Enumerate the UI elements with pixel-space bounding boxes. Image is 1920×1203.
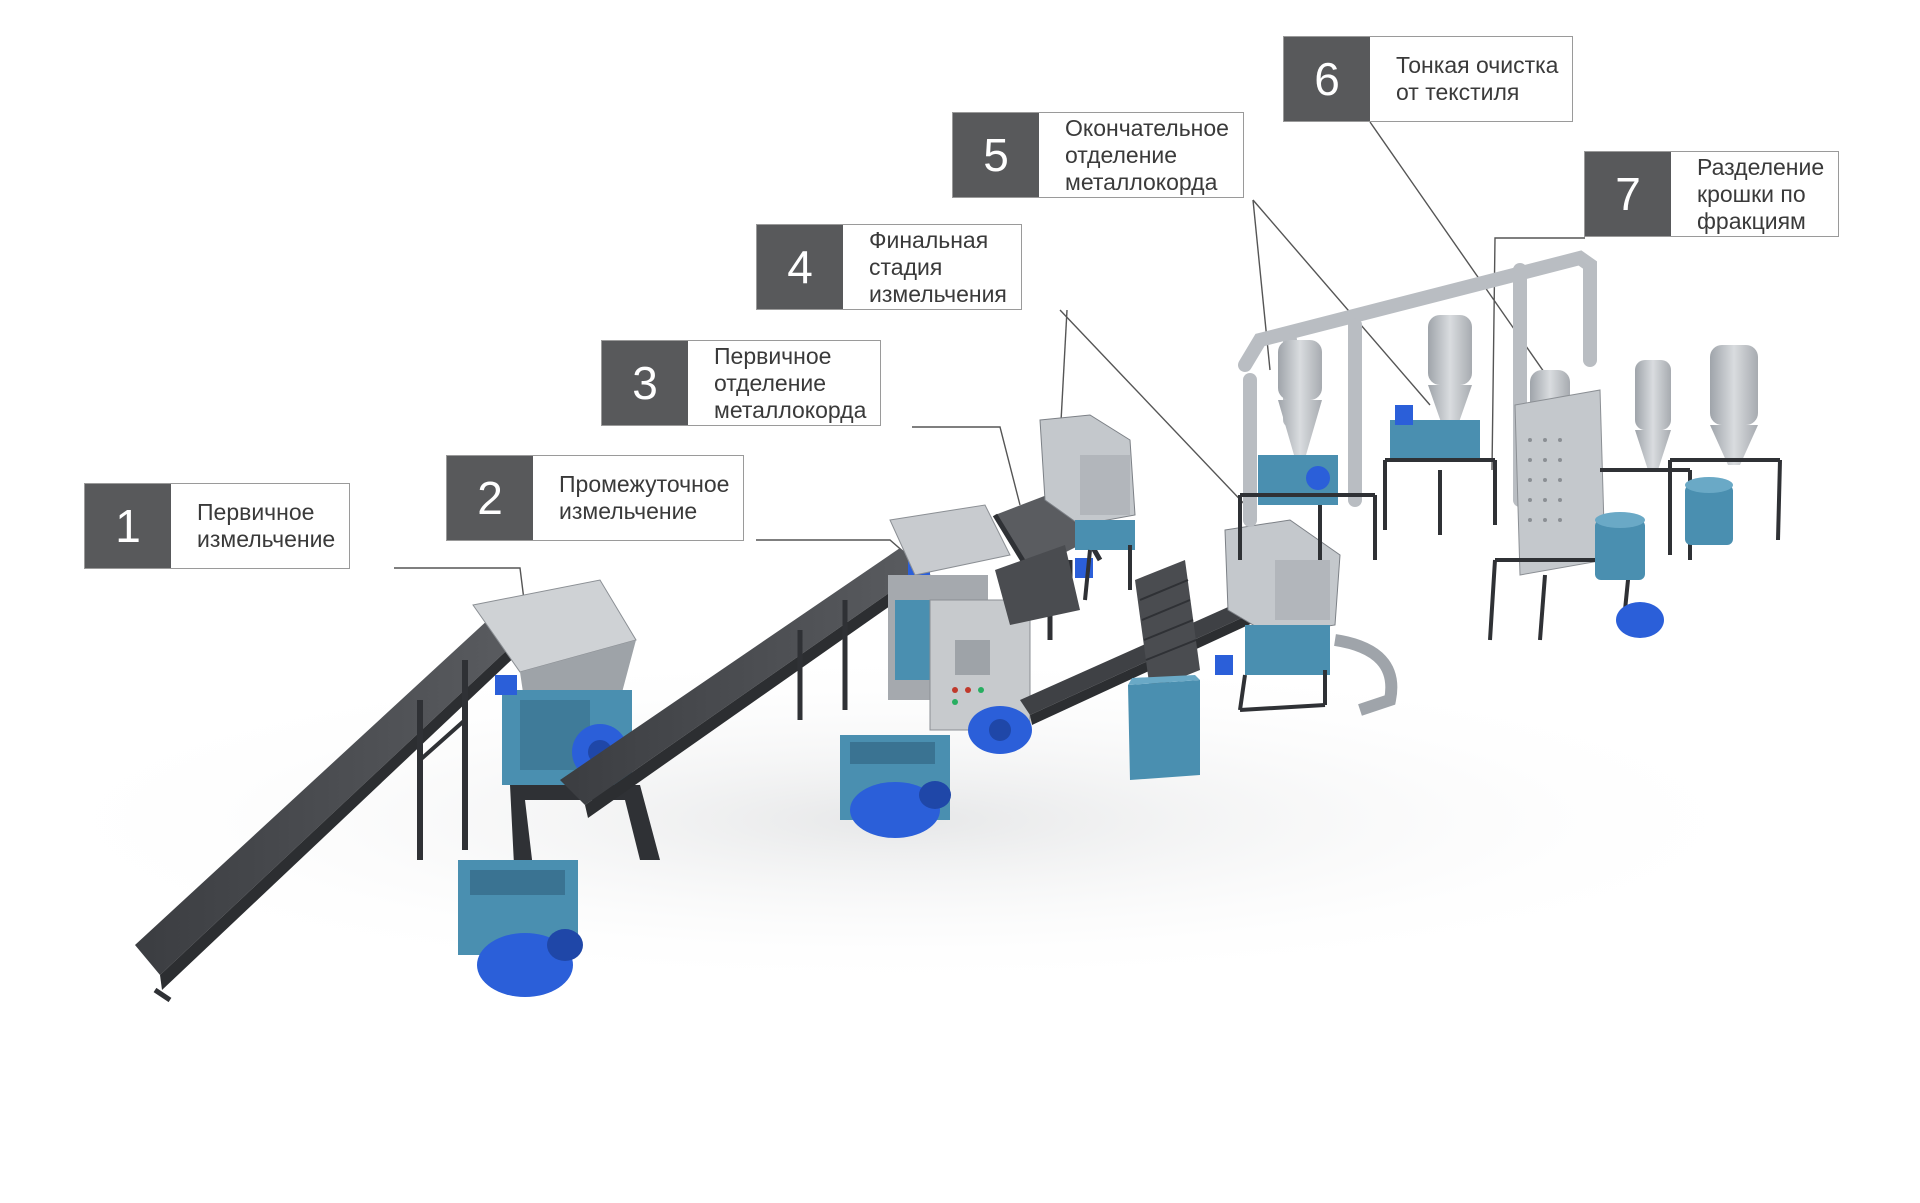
stage-label-3: 3 Первичное отделение металлокорда — [601, 340, 882, 426]
cyclone-3 — [1668, 345, 1782, 555]
granulator-4 — [1039, 414, 1136, 601]
screen-ramp — [1128, 560, 1200, 780]
stage-description: Финальная стадия измельчения — [869, 226, 1007, 307]
stage-label-5: 5 Окончательное отделение металлокорда — [952, 112, 1244, 198]
stage-description: Первичное измельчение — [197, 499, 336, 552]
stage-number: 6 — [1284, 37, 1370, 121]
stage-label-1: 1 Первичное измельчение — [84, 483, 351, 569]
collection-bin — [1128, 680, 1200, 780]
stage-number: 5 — [953, 113, 1039, 197]
leader-line-3 — [912, 426, 1021, 506]
stage-label-4: 4 Финальная стадия измельчения — [756, 224, 1022, 310]
textile-separator-6 — [1383, 315, 1497, 535]
stage-number: 3 — [602, 341, 688, 425]
shredder-1 — [458, 579, 660, 997]
stage-label-6: 6 Тонкая очистка от текстиля — [1283, 36, 1574, 122]
barrel-1 — [1595, 512, 1645, 580]
granulator-5 — [1215, 519, 1398, 716]
stage-number: 4 — [757, 225, 843, 309]
stage-number: 1 — [85, 484, 171, 568]
stage-description: Первичное отделение металлокорда — [714, 342, 867, 423]
leader-line-4b — [1059, 309, 1251, 511]
stage-label-2: 2 Промежуточное измельчение — [446, 455, 745, 541]
shredder-2 — [840, 504, 1032, 838]
barrel-2 — [1685, 477, 1733, 545]
cyclone-1 — [1238, 340, 1377, 560]
stage-number: 7 — [1585, 152, 1671, 236]
leader-line-5b — [1252, 199, 1431, 406]
stage-number: 2 — [447, 456, 533, 540]
stage-label-7: 7 Разделение крошки по фракциям — [1584, 151, 1840, 237]
conveyor-1 — [135, 618, 522, 1003]
leader-line-7 — [1491, 237, 1585, 471]
leader-line-6 — [1369, 121, 1561, 396]
stage-description: Промежуточное измельчение — [559, 471, 730, 524]
stage-description: Разделение крошки по фракциям — [1697, 153, 1825, 234]
stage-description: Тонкая очистка от текстиля — [1396, 52, 1559, 105]
stage-description: Окончательное отделение металлокорда — [1065, 114, 1229, 195]
